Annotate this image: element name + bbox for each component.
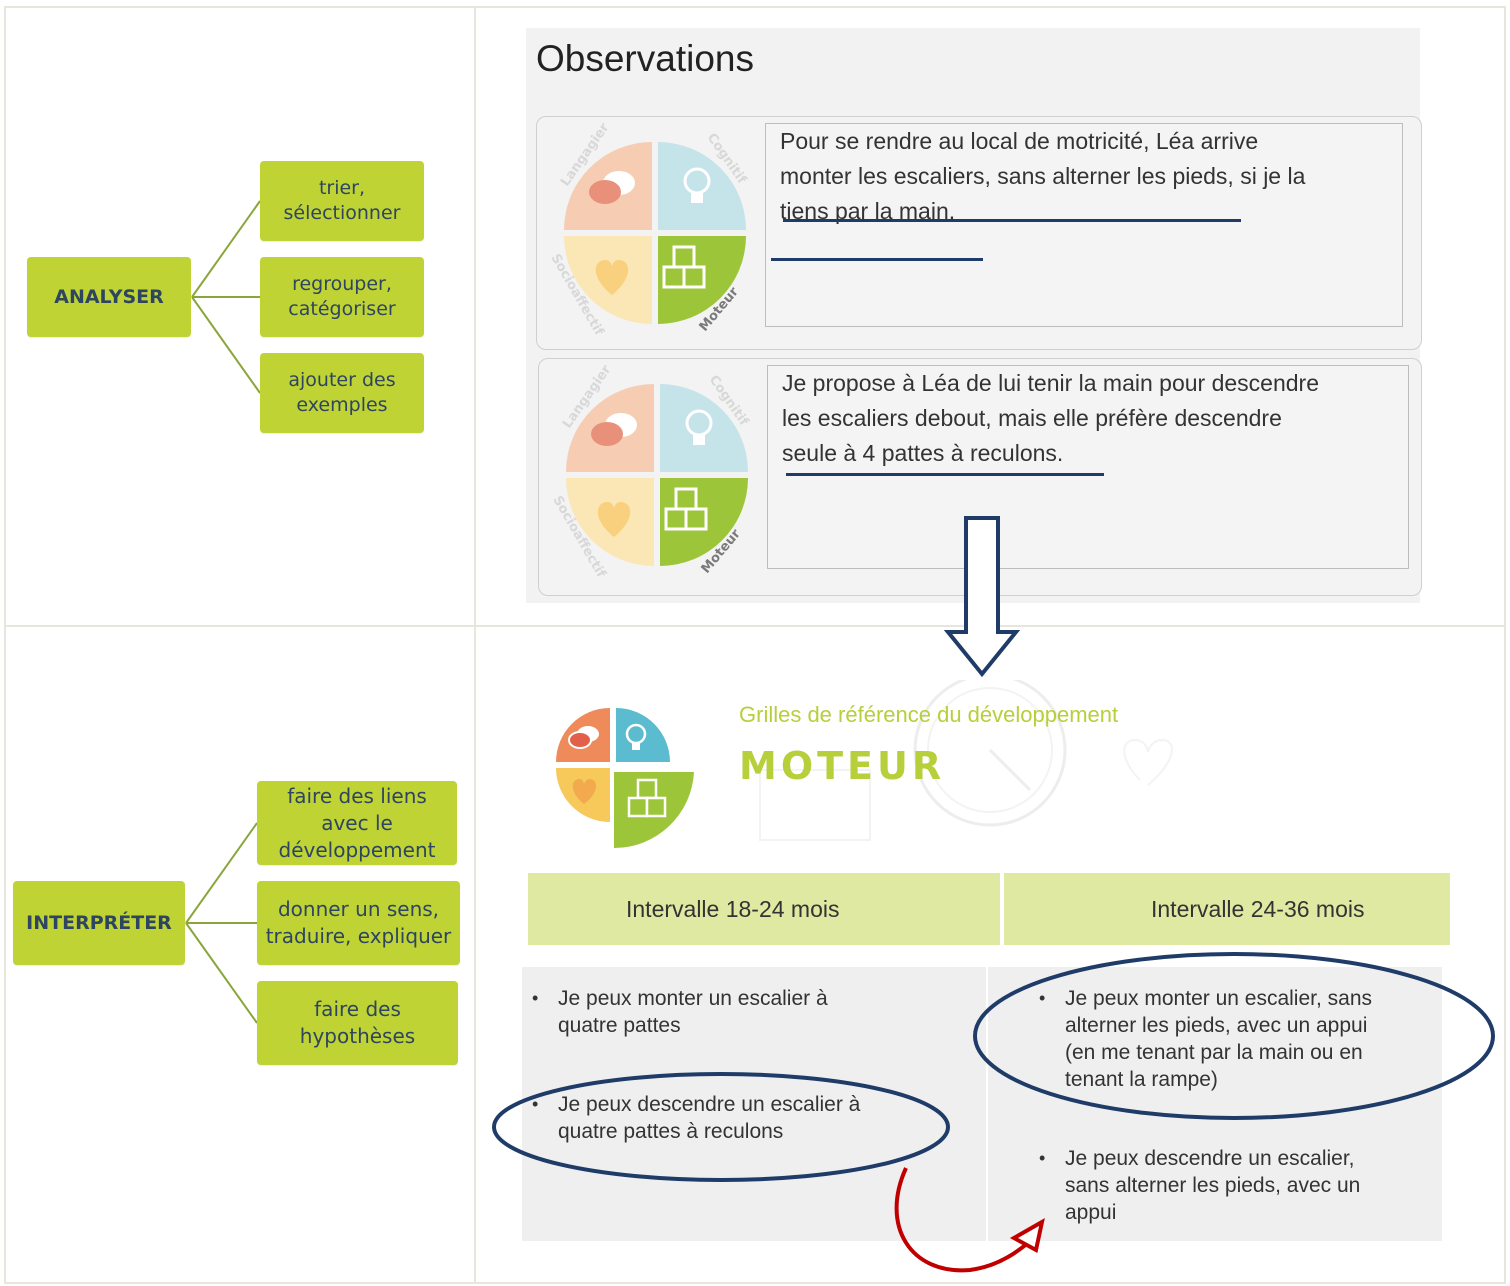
- heart-icon: [595, 259, 629, 295]
- milestone-item: Je peux descendre un escalier,sans alter…: [1029, 1145, 1360, 1226]
- observation-1-line-1: Pour se rendre au local de motricité, Lé…: [780, 128, 1259, 154]
- lightbulb-icon: [683, 167, 711, 203]
- speech-bubbles-icon: [591, 413, 637, 446]
- speech-bubbles-icon: [589, 171, 635, 204]
- heart-icon: [572, 779, 597, 804]
- observations-title: Observations: [536, 38, 754, 79]
- observation-1-line-3: tiens par la main.: [780, 198, 956, 224]
- blocks-icon: [664, 487, 708, 531]
- interval-header-18-24: Intervalle 18-24 mois: [528, 873, 1000, 945]
- interpreter-node: INTERPRÉTER: [13, 881, 185, 965]
- interpreter-item-hypotheses: faire des hypothèses: [257, 981, 458, 1065]
- table-divider-vertical: [474, 6, 476, 1284]
- analyser-item-trier: trier, sélectionner: [260, 161, 424, 241]
- table-divider-horizontal: [4, 625, 1506, 627]
- blocks-icon: [627, 778, 667, 818]
- blocks-icon: [662, 245, 706, 289]
- interval-column-24-36: Je peux monter un escalier, sansalterner…: [988, 967, 1442, 1241]
- observation-card-1: Langagier Cognitif Socioaffectif Moteur …: [536, 116, 1422, 350]
- lightbulb-icon: [685, 409, 713, 445]
- interpreter-item-sens: donner un sens, traduire, expliquer: [257, 881, 460, 965]
- observation-2-line-1: Je propose à Léa de lui tenir la main po…: [782, 370, 1320, 396]
- analyser-item-exemples: ajouter des exemples: [260, 353, 424, 433]
- observations-panel: Observations Langagier Cognitif Socioaff…: [526, 28, 1422, 603]
- interval-header-24-36: Intervalle 24-36 mois: [1004, 873, 1450, 945]
- lightbulb-icon: [625, 723, 647, 750]
- underline-2: [786, 473, 1104, 476]
- underline-1b: [771, 258, 983, 261]
- development-domains-icon: Langagier Cognitif Socioaffectif Moteur: [550, 362, 752, 580]
- observation-text-2: Je propose à Léa de lui tenir la main po…: [767, 365, 1409, 569]
- development-domains-icon: Langagier Cognitif Socioaffectif Moteur: [548, 120, 750, 338]
- background-sketch: [759, 680, 1173, 841]
- moteur-domain-logo: [556, 708, 694, 849]
- interval-label-24-36: Intervalle 24-36 mois: [1151, 895, 1365, 922]
- underline-1a: [783, 219, 1241, 222]
- grid-title: Grilles de référence du développement: [739, 702, 1119, 727]
- down-arrow-icon: [943, 516, 1021, 678]
- heart-icon: [597, 501, 631, 537]
- speech-bubbles-icon: [568, 726, 599, 749]
- observation-card-2: Langagier Cognitif Socioaffectif Moteur …: [538, 358, 1422, 596]
- interval-label-18-24: Intervalle 18-24 mois: [626, 895, 840, 922]
- observation-2-line-3: seule à 4 pattes à reculons.: [782, 440, 1064, 466]
- observation-text-1: Pour se rendre au local de motricité, Lé…: [765, 123, 1403, 327]
- observation-1-line-2: monter les escaliers, sans alterner les …: [780, 163, 1306, 189]
- interpreter-item-liens: faire des liens avec le développement: [257, 781, 457, 865]
- analyser-item-regrouper: regrouper, catégoriser: [260, 257, 424, 337]
- analyser-node: ANALYSER: [27, 257, 191, 337]
- grid-domain-title: MOTEUR: [739, 744, 946, 788]
- observation-2-line-2: les escaliers debout, mais elle préfère …: [782, 405, 1282, 431]
- table-frame: [4, 6, 1506, 1284]
- milestone-item: Je peux monter un escalier, sansalterner…: [1029, 985, 1372, 1093]
